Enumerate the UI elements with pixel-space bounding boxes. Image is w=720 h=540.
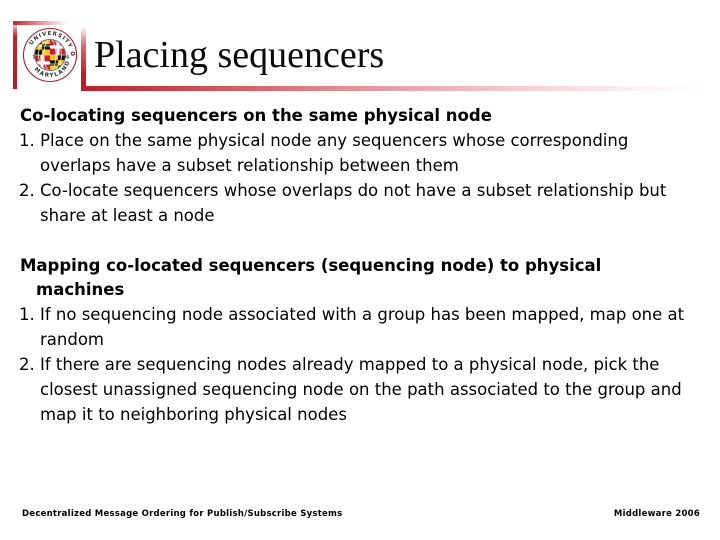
section-heading-line1: Mapping co-located sequencers (sequencin… <box>20 256 602 275</box>
footer-conference: Middleware 2006 <box>613 509 700 519</box>
slide-content: Co-locating sequencers on the same physi… <box>0 104 720 427</box>
list-item: 1. Place on the same physical node any s… <box>19 131 629 175</box>
section-heading: Co-locating sequencers on the same physi… <box>20 106 492 125</box>
list-item: 2. Co-locate sequencers whose overlaps d… <box>19 181 667 225</box>
list-item: 2. If there are sequencing nodes already… <box>19 355 682 424</box>
university-of-maryland-seal-icon: UNIVERSITY OF MARYLAND 18 56 <box>21 26 79 84</box>
logo-bracket-left-bar <box>13 21 17 89</box>
slide-footer: Decentralized Message Ordering for Publi… <box>0 509 720 531</box>
logo-bracket-right-bar <box>81 26 86 89</box>
section-spacer <box>0 228 720 254</box>
content-section-colocating: Co-locating sequencers on the same physi… <box>0 104 720 228</box>
list-item: 1. If no sequencing node associated with… <box>19 305 685 349</box>
footer-paper-title: Decentralized Message Ordering for Publi… <box>22 509 343 519</box>
section-heading-line2: machines <box>36 280 125 299</box>
slide-header: UNIVERSITY OF MARYLAND 18 56 <box>0 0 720 95</box>
page-title: Placing sequencers <box>94 34 385 76</box>
section-item-list: 1. Place on the same physical node any s… <box>0 128 720 228</box>
title-underline-rule <box>81 86 706 91</box>
logo-bracket-top-bar <box>13 21 68 25</box>
section-heading: Mapping co-located sequencers (sequencin… <box>0 254 720 302</box>
section-item-list: 1. If no sequencing node associated with… <box>0 302 720 427</box>
svg-text:56: 56 <box>64 55 70 60</box>
content-section-mapping: Mapping co-located sequencers (sequencin… <box>0 254 720 427</box>
